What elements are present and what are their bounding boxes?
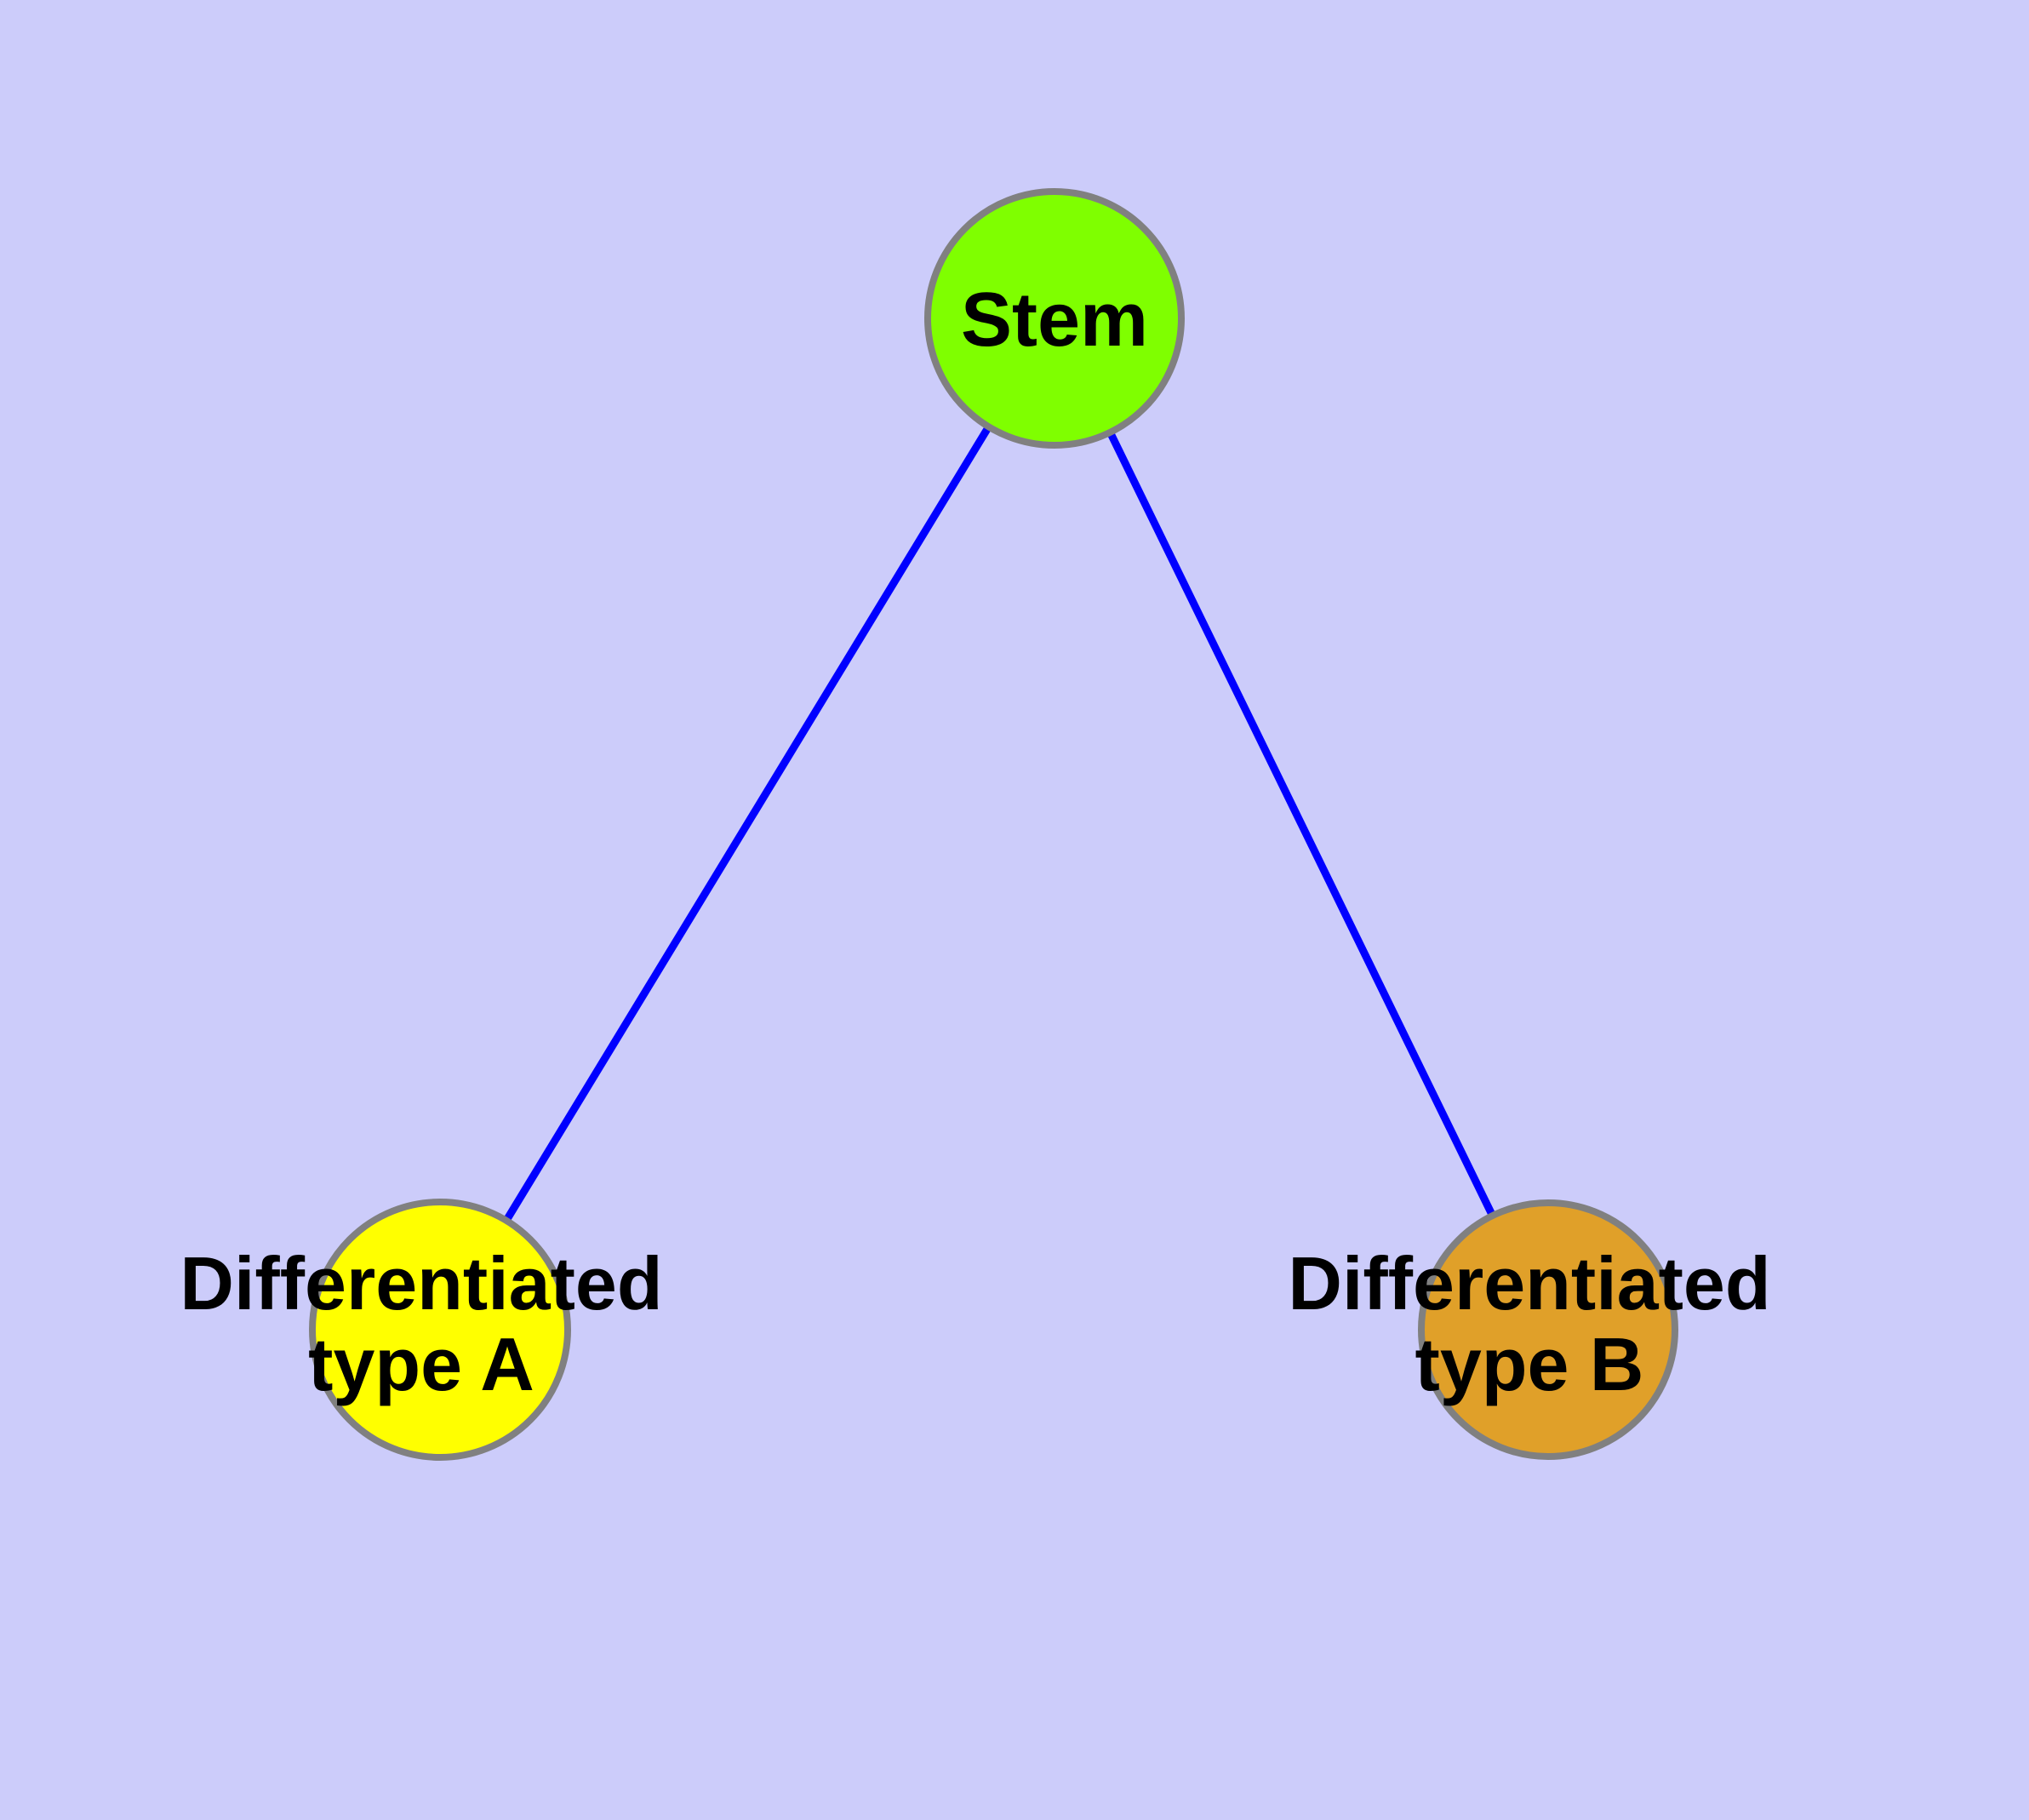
node-differentiated-type-b-label-line-1: Differentiated	[1288, 1241, 1770, 1325]
node-differentiated-type-b-label-line-2: type B	[1415, 1322, 1644, 1406]
node-differentiated-type-b[interactable]	[1418, 1199, 1678, 1460]
node-differentiated-type-a-label-line-2: type A	[308, 1322, 534, 1406]
node-differentiated-type-a-label-line-1: Differentiated	[180, 1241, 662, 1325]
node-differentiated-type-a-circle[interactable]	[309, 1199, 571, 1461]
edge-layer	[437, 316, 1552, 1332]
node-differentiated-type-b-label: Differentiated type B	[1288, 1241, 1770, 1406]
node-differentiated-type-a-label: Differentiated type A	[180, 1241, 662, 1406]
node-layer	[309, 188, 1678, 1461]
edge-stem-to-differentiated-type-a[interactable]	[437, 316, 1058, 1332]
node-stem-label: Stem	[961, 278, 1148, 363]
node-differentiated-type-b-circle[interactable]	[1418, 1199, 1678, 1460]
label-layer: Stem Differentiated type A Differentiate…	[180, 278, 1770, 1406]
node-differentiated-type-a[interactable]	[309, 1199, 571, 1461]
node-stem-circle[interactable]	[924, 188, 1185, 449]
edge-stem-to-differentiated-type-b[interactable]	[1050, 317, 1552, 1331]
node-stem[interactable]	[924, 188, 1185, 449]
